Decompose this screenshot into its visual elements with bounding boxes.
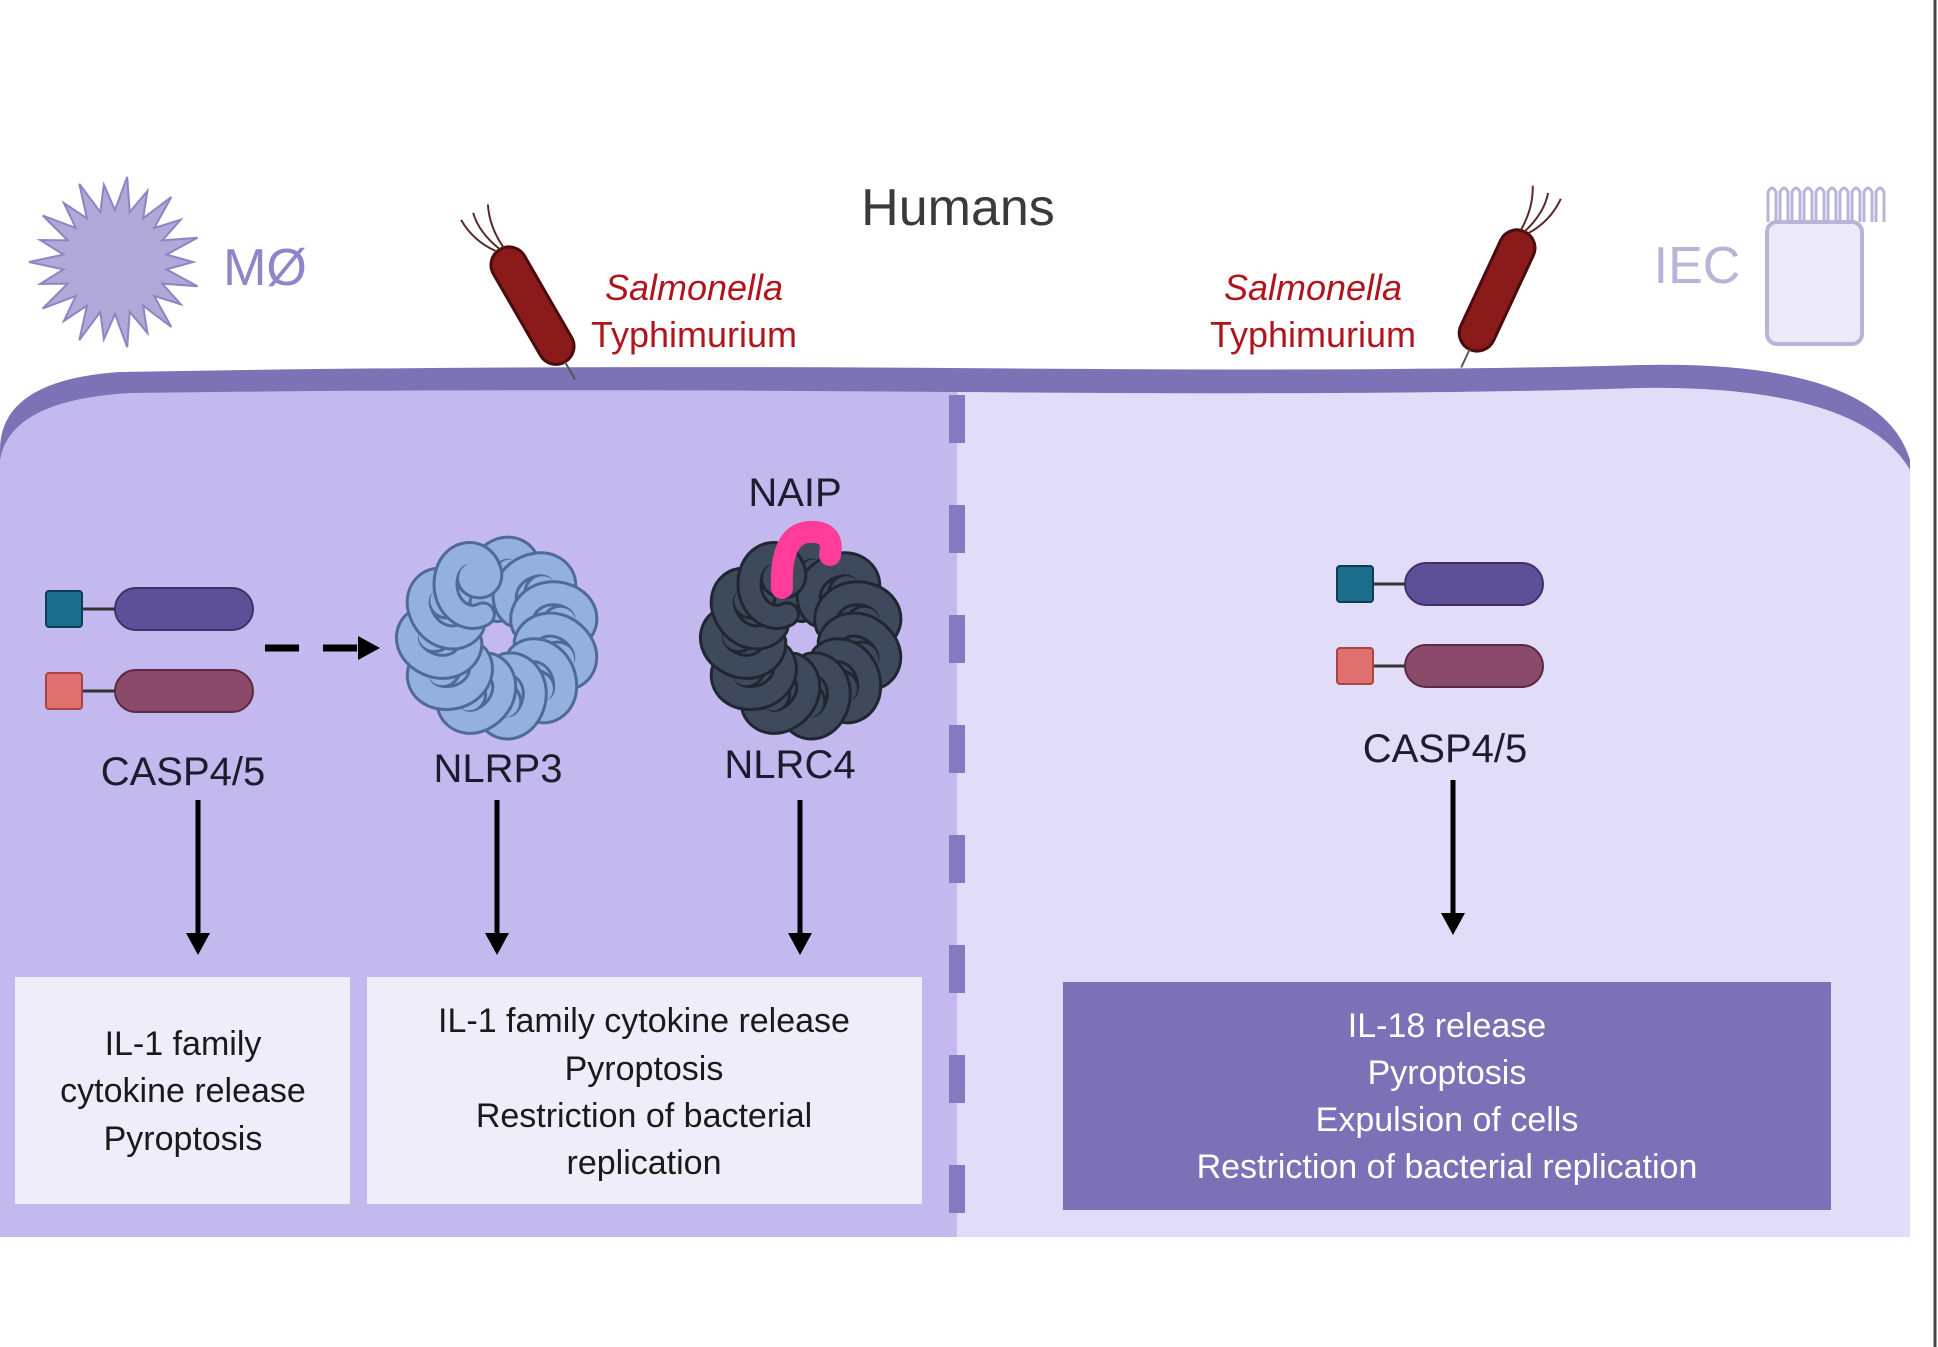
casp-label-right: CASP4/5	[1363, 727, 1528, 771]
outcome-line: cytokine release	[60, 1072, 306, 1110]
bacterium-genus-label: Salmonella	[605, 267, 783, 308]
outcome-line: IL-1 family cytokine release	[438, 1002, 850, 1040]
salmonella-bacterium-icon	[460, 204, 576, 380]
bacterium-serovar-label: Typhimurium	[1210, 314, 1416, 355]
outcome-line: Pyroptosis	[565, 1050, 724, 1088]
outcome-line: IL-1 family	[105, 1025, 262, 1063]
caspase-icon	[1336, 644, 1544, 688]
macrophage-icon	[28, 176, 198, 348]
diagram-title: Humans	[861, 179, 1055, 237]
nlrp3-label: NLRP3	[434, 747, 563, 791]
outcome-line: IL-18 release	[1348, 1007, 1546, 1045]
caspase-icon	[45, 587, 254, 631]
outcome-line: Restriction of bacterial replication	[1197, 1148, 1698, 1186]
macrophage-label: MØ	[223, 239, 307, 297]
caspase-icon	[45, 669, 254, 713]
ring-subunit	[435, 544, 501, 627]
naip-icon	[770, 520, 842, 599]
outcome-box-iec	[1063, 982, 1831, 1210]
caspase-icon	[1336, 562, 1544, 606]
outcome-box-casp	[15, 977, 350, 1204]
bacterium-genus-label: Salmonella	[1224, 267, 1402, 308]
naip-label: NAIP	[748, 471, 841, 515]
outcome-box-inflammasome	[367, 977, 922, 1204]
outcome-line: Pyroptosis	[1368, 1054, 1527, 1092]
iec-cell-icon	[1765, 186, 1886, 346]
outcome-line: replication	[567, 1144, 722, 1182]
nlrc4-label: NLRC4	[724, 743, 855, 787]
inflammasome-ring-icon	[395, 535, 599, 741]
iec-label: IEC	[1654, 237, 1741, 295]
outcome-line: Restriction of bacterial	[476, 1097, 812, 1135]
bacterium-serovar-label: Typhimurium	[591, 314, 797, 355]
casp-label-left: CASP4/5	[101, 750, 266, 794]
outcome-line: Expulsion of cells	[1316, 1101, 1579, 1139]
outcome-line: Pyroptosis	[104, 1120, 263, 1158]
salmonella-bacterium-icon	[1457, 185, 1562, 368]
dashed-arrow-head	[358, 636, 380, 660]
